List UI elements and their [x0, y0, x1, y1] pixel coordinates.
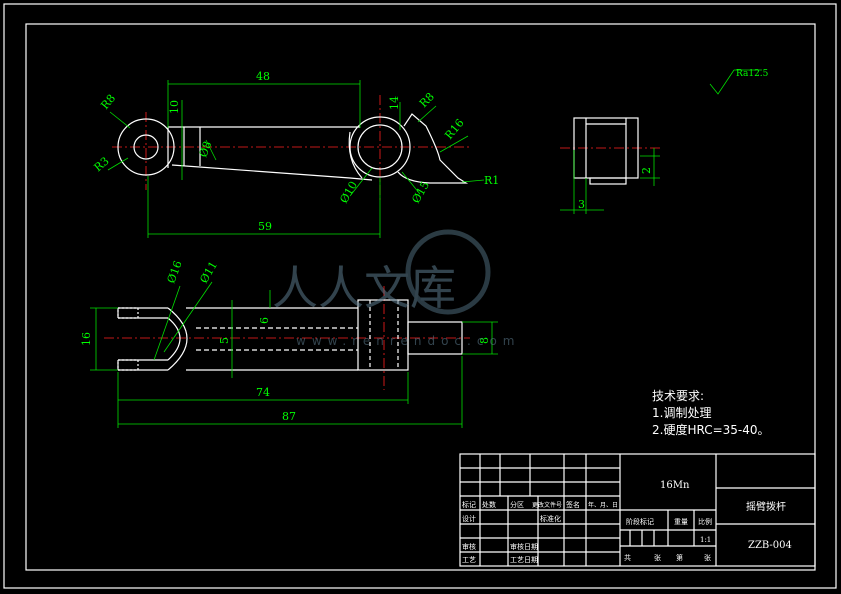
hatch-top [117, 307, 139, 319]
dim-10: 10 [168, 100, 181, 114]
dim-r8-left: R8 [98, 92, 118, 112]
outer-border [3, 3, 837, 589]
leader-r8-left [109, 111, 131, 129]
dim-side-3: 3 [578, 198, 585, 211]
label-nianyueri: 年、月、日 [588, 501, 618, 509]
drawing-number: ZZB-004 [748, 540, 792, 551]
label-biaoji: 标记 [462, 500, 476, 509]
title-block-text: 16Mn 摇臂拨杆 ZZB-004 1:1 标记 处数 分区 更改文件号 签名 … [462, 480, 792, 564]
top-view-labels: 48 10 14 R8 R3 R8 R16 R1 Ø8 Ø10 Ø15 59 [92, 70, 500, 233]
dim-side-2: 2 [640, 167, 653, 174]
leader-r8-right [417, 105, 437, 123]
dim-front-8: 8 [478, 337, 491, 344]
dim-front-74: 74 [256, 386, 270, 399]
leader-r1 [461, 179, 485, 183]
dim-d11: Ø11 [197, 259, 220, 285]
label-shenhe: 审核 [462, 542, 476, 551]
dim-r3-left: R3 [92, 155, 112, 175]
dim-59: 59 [258, 220, 272, 233]
tech-item-2: 2.硬度HRC=35-40。 [652, 422, 770, 437]
watermark-logo-ring [405, 229, 491, 315]
dim-front-87: 87 [282, 410, 296, 423]
left-boss [117, 118, 175, 176]
front-view [90, 281, 498, 428]
dim-r8-right: R8 [417, 90, 437, 110]
label-zhongliang: 重量 [674, 518, 688, 526]
label-chushu: 处数 [482, 500, 496, 509]
label-bili: 比例 [698, 517, 712, 526]
fork-arc-outer [167, 307, 188, 371]
roughness-value: Ra12.5 [736, 69, 769, 79]
material: 16Mn [660, 480, 690, 491]
side-view [560, 117, 660, 214]
roughness-symbol [709, 69, 762, 95]
leader-d10 [349, 167, 373, 197]
label-di: 第 [676, 553, 683, 562]
arm-bottom-edge [171, 164, 373, 181]
label-fenqu: 分区 [510, 500, 524, 509]
scale-value: 1:1 [700, 536, 711, 544]
label-riqi2: 工艺日期 [510, 556, 538, 564]
hatch-bottom [117, 359, 139, 371]
leader-r16 [439, 135, 469, 153]
right-boss [349, 116, 411, 178]
dim-14: 14 [388, 96, 401, 110]
dim-front-16: 16 [80, 332, 93, 346]
dim-r16: R16 [442, 117, 466, 142]
label-jieduan: 阶段标记 [626, 517, 654, 526]
left-hole [133, 134, 159, 160]
dim-d10: Ø10 [337, 179, 360, 205]
dim-d16: Ø16 [165, 259, 185, 285]
label-zhang1: 张 [654, 553, 661, 562]
leader-d8 [205, 139, 217, 161]
watermark: 人人文库 www.renrendoc.com [272, 229, 520, 348]
label-wenjian: 更改文件号 [532, 501, 562, 509]
dim-front-6: 6 [258, 317, 271, 324]
side-foot [589, 177, 627, 185]
part-name: 摇臂拨杆 [746, 500, 786, 513]
label-riqi1: 审核日期 [510, 542, 538, 551]
dim-d8: Ø8 [197, 140, 215, 160]
leader-d15 [401, 171, 421, 195]
leader-d16 [153, 285, 181, 361]
tech-item-1: 1.调制处理 [652, 406, 711, 420]
leader-r3-left [107, 157, 129, 171]
tech-heading: 技术要求: [652, 389, 704, 403]
fork-arc-inner [167, 317, 181, 361]
label-zhang2: 张 [704, 553, 711, 562]
label-gongyi: 工艺 [462, 556, 476, 564]
arm-fillet [348, 131, 363, 179]
watermark-cn: 人人文库 [272, 261, 456, 315]
label-qianming: 签名 [566, 500, 580, 509]
title-block [459, 453, 816, 567]
dim-48: 48 [256, 70, 270, 83]
leader-d11 [163, 281, 213, 353]
right-hole [357, 124, 403, 170]
top-view [107, 80, 485, 238]
roughness-check [709, 69, 735, 95]
inner-border [25, 23, 816, 571]
watermark-url: www.renrendoc.com [296, 334, 520, 348]
dim-r1: R1 [484, 174, 499, 187]
label-gong: 共 [624, 553, 631, 562]
front-pin [407, 321, 463, 355]
dim-front-5: 5 [218, 337, 231, 344]
label-biaozhunhua: 标准化 [540, 514, 561, 523]
label-sheji: 设计 [462, 514, 476, 523]
